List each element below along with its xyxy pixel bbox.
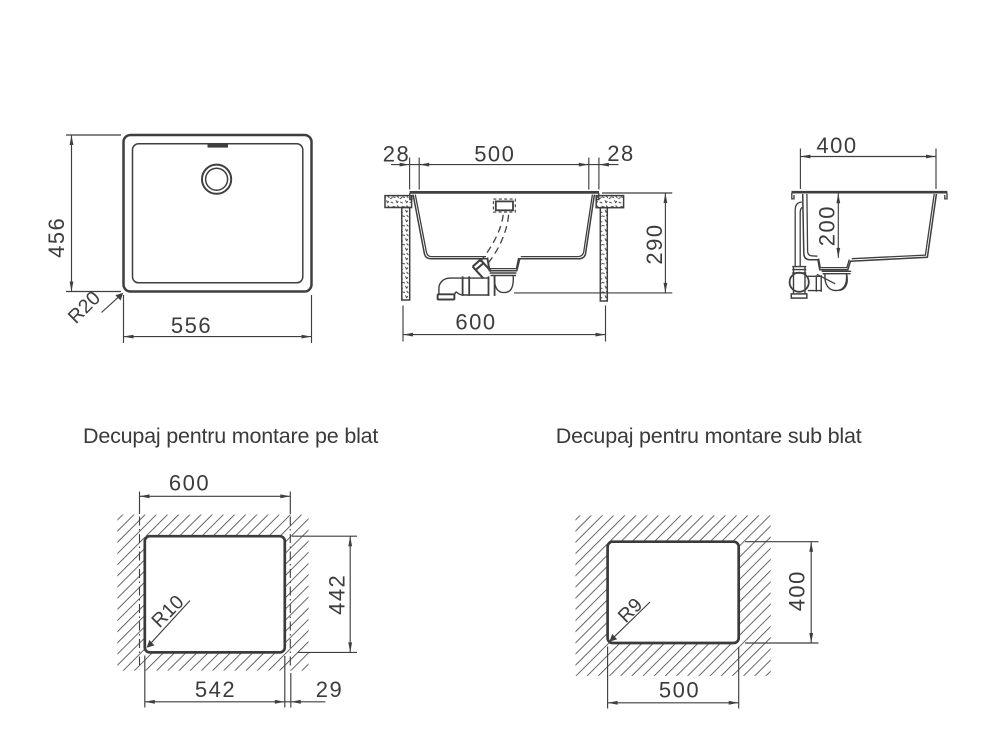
svg-text:28: 28	[383, 142, 410, 167]
svg-text:200: 200	[814, 205, 839, 246]
svg-text:29: 29	[316, 677, 343, 702]
svg-text:Decupaj pentru montare sub bla: Decupaj pentru montare sub blat	[556, 424, 862, 448]
svg-text:R20: R20	[64, 287, 105, 328]
svg-text:542: 542	[195, 677, 236, 702]
svg-text:500: 500	[474, 142, 515, 167]
svg-text:456: 456	[44, 217, 69, 258]
svg-text:Decupaj pentru montare pe blat: Decupaj pentru montare pe blat	[83, 424, 378, 448]
svg-text:290: 290	[642, 223, 667, 264]
svg-text:442: 442	[325, 574, 350, 615]
svg-text:28: 28	[607, 141, 634, 166]
svg-text:500: 500	[659, 677, 700, 702]
svg-text:556: 556	[171, 313, 212, 338]
svg-text:600: 600	[169, 471, 210, 496]
svg-text:600: 600	[455, 310, 496, 335]
svg-text:400: 400	[785, 570, 810, 611]
svg-text:400: 400	[816, 133, 857, 158]
